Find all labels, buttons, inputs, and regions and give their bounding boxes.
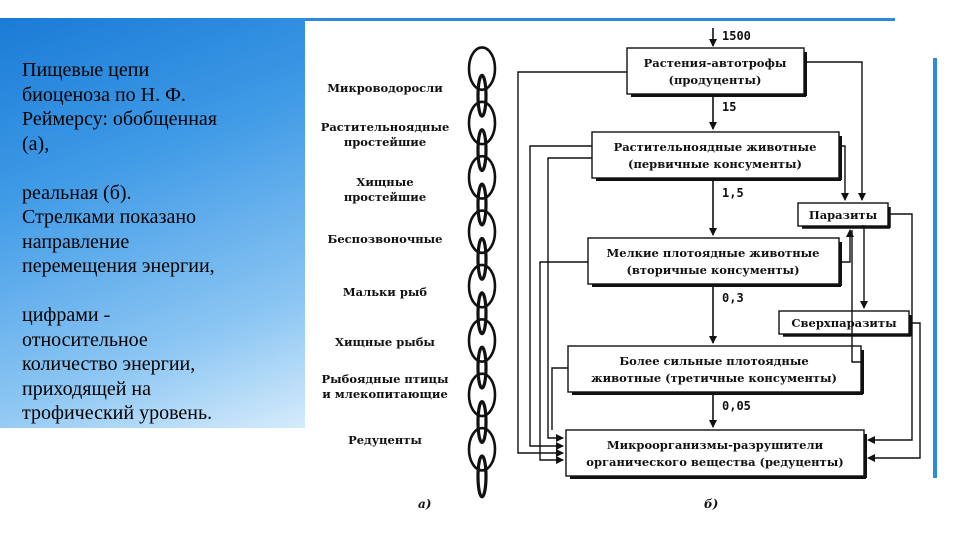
slide-caption: Пищевые цепи биоценоза по Н. Ф. Реймерсу… bbox=[22, 58, 302, 426]
background-panel bbox=[0, 18, 310, 428]
chain-link bbox=[467, 46, 497, 92]
caption-line: реальная (б). bbox=[22, 181, 132, 204]
level-box-producers: Растения-автотрофы (продуценты) bbox=[626, 47, 807, 97]
level-text: Более сильные плотоядные bbox=[619, 354, 808, 368]
level-text: Растения-автотрофы bbox=[644, 56, 787, 70]
chain-link bbox=[467, 372, 497, 418]
level-text: (вторичные консументы) bbox=[626, 263, 799, 277]
level-text: Микроорганизмы-разрушители bbox=[607, 438, 824, 452]
right-divider bbox=[933, 58, 937, 478]
chain-link bbox=[476, 236, 488, 281]
top-divider bbox=[305, 18, 895, 21]
energy-value: 15 bbox=[722, 100, 736, 114]
chain-link bbox=[467, 263, 497, 309]
chain-link bbox=[467, 209, 497, 255]
chain-label: Хищные рыбы bbox=[335, 335, 435, 349]
superparasites-box: Сверхпаразиты bbox=[778, 310, 912, 337]
caption-line: (а), bbox=[22, 132, 50, 155]
chain-link bbox=[467, 154, 497, 200]
caption-line: трофический уровень. bbox=[22, 402, 213, 424]
chain-link bbox=[476, 73, 488, 118]
caption-line: Реймерсу: обобщенная bbox=[22, 108, 217, 130]
level-text: органического вещества (редуценты) bbox=[586, 455, 843, 469]
level-box-secondary: Мелкие плотоядные животные (вторичные ко… bbox=[587, 237, 842, 287]
caption-line: приходящей на bbox=[22, 377, 152, 400]
caption-line: цифрами - bbox=[22, 304, 111, 326]
chain-label: Рыбоядные птицы bbox=[321, 372, 449, 386]
caption-line: количество энергии, bbox=[22, 353, 196, 375]
chain-link bbox=[476, 454, 488, 499]
level-box-reducers: Микроорганизмы-разрушители органического… bbox=[565, 429, 867, 479]
chain-links bbox=[467, 46, 497, 499]
parasites-box: Паразиты bbox=[797, 202, 891, 229]
figure-label-a: а) bbox=[418, 497, 431, 511]
caption-line: Пищевые цепи bbox=[22, 59, 150, 81]
chain-label: Хищные bbox=[356, 175, 413, 189]
chain-label: Мальки рыб bbox=[343, 285, 428, 299]
chain-label: Растительноядные bbox=[321, 120, 450, 134]
chain-labels: МикроводорослиРастительноядныепростейшие… bbox=[321, 81, 450, 447]
chain-link bbox=[467, 426, 497, 472]
chain-link bbox=[467, 317, 497, 363]
caption-line: Стрелками показано bbox=[22, 206, 197, 228]
reducer-return-lines bbox=[517, 71, 627, 464]
chain-label: простейшие bbox=[344, 135, 426, 149]
caption-line: направление bbox=[22, 230, 130, 253]
level-text: Растительноядные животные bbox=[614, 140, 817, 154]
caption-line: перемещения энергии, bbox=[22, 255, 215, 277]
flow-diagram: 1500 Растения-автотрофы (продуценты) Рас… bbox=[517, 28, 921, 511]
chain-label: простейшие bbox=[344, 190, 426, 204]
input-value: 1500 bbox=[722, 29, 751, 43]
chain-link bbox=[476, 291, 488, 336]
energy-value: 0,05 bbox=[722, 399, 751, 413]
superparasites-label: Сверхпаразиты bbox=[791, 316, 897, 330]
chain-link bbox=[476, 345, 488, 390]
level-box-primary: Растительноядные животные (первичные кон… bbox=[591, 131, 842, 181]
level-text: (первичные консументы) bbox=[628, 157, 802, 171]
energy-value: 1,5 bbox=[722, 186, 744, 200]
figure-label-b: б) bbox=[704, 497, 718, 511]
caption-line: относительное bbox=[22, 328, 148, 351]
parasites-label: Паразиты bbox=[809, 208, 878, 222]
energy-value: 0,3 bbox=[722, 291, 744, 305]
parasite-lines bbox=[804, 61, 921, 462]
chain-label: Редуценты bbox=[348, 433, 422, 447]
level-box-tertiary: Более сильные плотоядные животные (трети… bbox=[567, 345, 864, 395]
level-text: Мелкие плотоядные животные bbox=[607, 246, 820, 260]
chain-label: Беспозвоночные bbox=[328, 232, 443, 246]
caption-line: биоценоза по Н. Ф. bbox=[22, 83, 186, 106]
chain-label: Микроводоросли bbox=[327, 81, 443, 95]
chain-link bbox=[467, 100, 497, 146]
chain-link bbox=[476, 182, 488, 227]
level-text: животные (третичные консументы) bbox=[591, 371, 837, 385]
chain-link bbox=[476, 128, 488, 173]
chain-link bbox=[476, 400, 488, 445]
chain-label: и млекопитающие bbox=[322, 387, 448, 401]
level-text: (продуценты) bbox=[669, 73, 762, 87]
